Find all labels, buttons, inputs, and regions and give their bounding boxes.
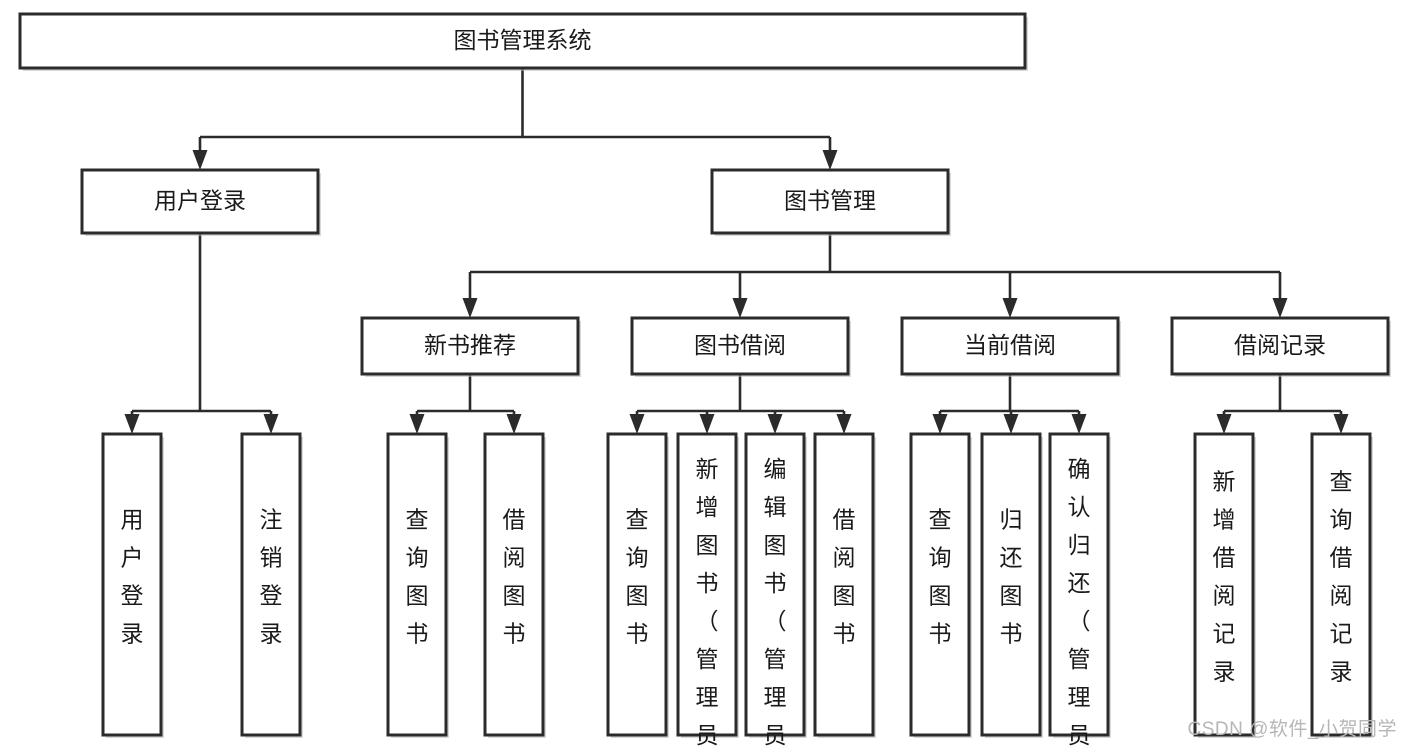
node-label-login: 用户登录 [154,188,246,214]
arrow-head-leaf_cu_return [1003,414,1019,434]
node-label-leaf_bk_add: 新增图书（管理员） [696,456,719,747]
node-bookmgmt[interactable]: 图书管理 [710,168,951,236]
arrow-head-records [1272,298,1288,318]
node-leaf_cu_return[interactable]: 归还图书 [980,432,1043,738]
arrow-head-leaf_bk_query [629,414,645,434]
node-records[interactable]: 借阅记录 [1170,316,1391,377]
node-label-records: 借阅记录 [1234,332,1326,358]
node-leaf_cu_query[interactable]: 查询图书 [909,432,972,738]
arrow-head-borrow [732,298,748,318]
arrow-head-leaf_nb_borrow [506,414,522,434]
arrow-head-leaf_user_logout [263,414,279,434]
node-label-leaf_user_logout: 注销登录 [260,507,283,647]
arrow-head-leaf_user_login [124,414,140,434]
node-rect-leaf_cu_return[interactable] [980,432,1042,737]
node-label-leaf_nb_query: 查询图书 [406,507,429,647]
node-rect-leaf_nb_query[interactable] [386,432,448,737]
node-label-borrow: 图书借阅 [694,332,786,358]
node-root[interactable]: 图书管理系统 [18,12,1028,71]
arrow-head-leaf_rc_add [1216,414,1232,434]
node-leaf_bk_borrow[interactable]: 借阅图书 [813,432,876,738]
arrow-head-newbook [462,298,478,318]
node-label-leaf_cu_return: 归还图书 [1000,507,1023,647]
node-leaf_bk_add[interactable]: 新增图书（管理员） [676,432,739,747]
arrow-head-leaf_rc_query [1333,414,1349,434]
node-leaf_cu_confirm[interactable]: 确认归还（管理员） [1048,432,1111,747]
edge-group-records [1216,374,1349,434]
node-label-newbook: 新书推荐 [424,332,516,358]
arrow-head-current [1002,298,1018,318]
node-rect-leaf_rc_query[interactable] [1310,432,1372,737]
node-rect-leaf_bk_borrow[interactable] [813,432,875,737]
node-leaf_user_logout[interactable]: 注销登录 [240,432,303,738]
node-newbook[interactable]: 新书推荐 [360,316,581,377]
arrow-head-bookmgmt [822,150,838,170]
node-label-leaf_bk_edit: 编辑图书（管理员） [764,456,787,747]
node-rect-borrow[interactable] [630,316,850,376]
node-label-leaf_cu_query: 查询图书 [929,507,952,647]
node-leaf_rc_query[interactable]: 查询借阅记录 [1310,432,1373,738]
node-label-bookmgmt: 图书管理 [784,188,876,214]
node-label-leaf_cu_confirm: 确认归还（管理员） [1068,456,1091,747]
edges-layer [124,68,1349,434]
node-login[interactable]: 用户登录 [80,168,321,236]
arrow-head-leaf_bk_edit [767,414,783,434]
nodes-layer: 图书管理系统用户登录图书管理新书推荐图书借阅当前借阅借阅记录用户登录注销登录查询… [18,12,1391,747]
node-rect-leaf_bk_edit[interactable] [744,432,806,737]
node-current[interactable]: 当前借阅 [900,316,1121,377]
node-rect-bookmgmt[interactable] [710,168,950,235]
node-rect-leaf_user_logout[interactable] [240,432,302,737]
node-rect-leaf_cu_query[interactable] [909,432,971,737]
node-label-leaf_rc_add: 新增借阅记录 [1213,469,1236,685]
node-label-leaf_bk_borrow: 借阅图书 [833,507,856,647]
node-label-leaf_bk_query: 查询图书 [626,507,649,647]
edge-group-current [932,374,1087,434]
edge-group-newbook [409,374,522,434]
node-rect-newbook[interactable] [360,316,580,376]
arrow-head-login [192,150,208,170]
arrow-head-leaf_bk_add [699,414,715,434]
node-leaf_nb_query[interactable]: 查询图书 [386,432,449,738]
node-label-root: 图书管理系统 [454,27,592,53]
arrow-head-leaf_bk_borrow [836,414,852,434]
node-leaf_user_login[interactable]: 用户登录 [101,432,164,738]
node-leaf_bk_query[interactable]: 查询图书 [606,432,669,738]
arrow-head-leaf_cu_confirm [1071,414,1087,434]
node-rect-leaf_rc_add[interactable] [1193,432,1255,737]
arrow-head-leaf_nb_query [409,414,425,434]
node-label-leaf_nb_borrow: 借阅图书 [503,507,526,647]
node-rect-leaf_bk_query[interactable] [606,432,668,737]
node-rect-leaf_cu_confirm[interactable] [1048,432,1110,737]
node-leaf_nb_borrow[interactable]: 借阅图书 [483,432,546,738]
arrow-head-leaf_cu_query [932,414,948,434]
node-leaf_bk_edit[interactable]: 编辑图书（管理员） [744,432,807,747]
node-rect-leaf_bk_add[interactable] [676,432,738,737]
edge-group-borrow [629,374,852,434]
node-leaf_rc_add[interactable]: 新增借阅记录 [1193,432,1256,738]
edge-group-login [124,233,279,434]
edge-group-bookmgmt [462,233,1288,318]
edge-group-root [192,68,838,170]
node-rect-login[interactable] [80,168,320,235]
node-borrow[interactable]: 图书借阅 [630,316,851,377]
node-rect-root[interactable] [18,12,1027,70]
node-rect-leaf_nb_borrow[interactable] [483,432,545,737]
node-rect-current[interactable] [900,316,1120,376]
node-rect-records[interactable] [1170,316,1390,376]
node-label-leaf_rc_query: 查询借阅记录 [1330,469,1353,685]
node-rect-leaf_user_login[interactable] [101,432,163,737]
node-label-current: 当前借阅 [964,332,1056,358]
node-label-leaf_user_login: 用户登录 [121,507,144,647]
